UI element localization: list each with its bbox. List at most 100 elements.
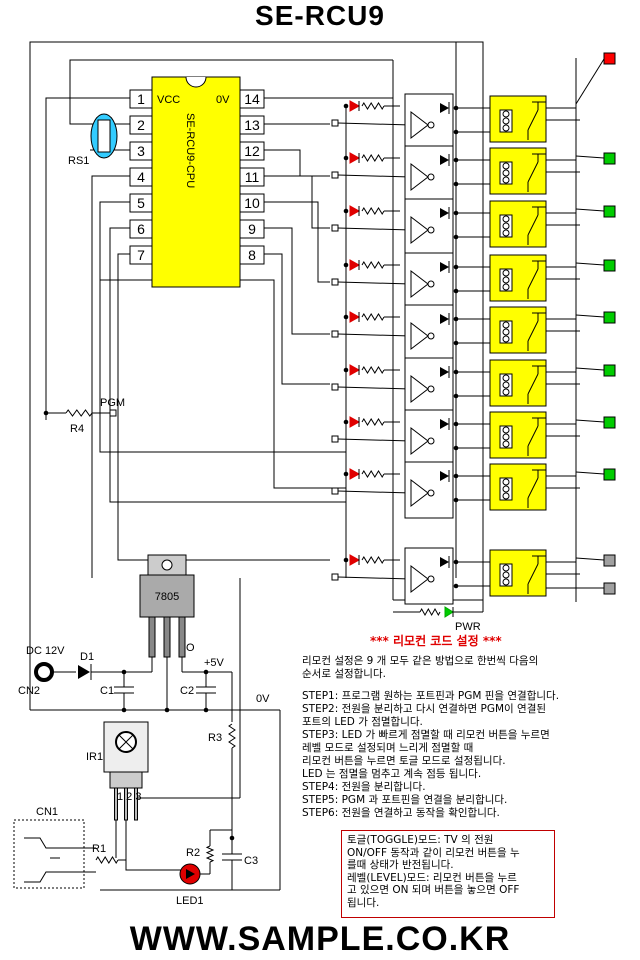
chip-pin-right bbox=[239, 167, 265, 187]
coil-turn-icon bbox=[502, 162, 510, 170]
resistor-icon bbox=[65, 409, 93, 417]
chip-pin-number: 4 bbox=[137, 169, 145, 185]
chip-name: SE-RCU9-CPU bbox=[184, 113, 196, 188]
ir-pins-label: 1 2 3 bbox=[117, 791, 141, 803]
relay bbox=[489, 200, 547, 248]
relay-coil-icon bbox=[499, 563, 513, 587]
resistor-icon bbox=[361, 556, 385, 564]
relay bbox=[489, 254, 547, 302]
inverter-bubble-icon bbox=[427, 575, 435, 583]
coil-turn-icon bbox=[502, 440, 510, 448]
relay-coil-icon bbox=[499, 477, 513, 501]
junction-dot bbox=[453, 497, 459, 503]
coil-turn-icon bbox=[502, 485, 510, 493]
notes-step-line: STEP1: 프로그램 원하는 포트핀과 PGM 핀을 연결합니다. bbox=[302, 690, 560, 702]
led1-diode-icon bbox=[186, 869, 195, 879]
junction-dot bbox=[453, 316, 459, 322]
resistor-icon bbox=[361, 207, 385, 215]
junction-dot bbox=[453, 421, 459, 427]
chip-pin-right bbox=[239, 89, 265, 109]
output-terminal bbox=[603, 259, 616, 272]
coil-turn-icon bbox=[502, 374, 510, 382]
port-terminal bbox=[331, 487, 339, 495]
inverter-bubble-icon bbox=[427, 280, 435, 288]
coil-turn-icon bbox=[502, 328, 510, 336]
coil-turn-icon bbox=[502, 283, 510, 291]
chip-pin-number: 13 bbox=[244, 117, 260, 133]
coil-turn-icon bbox=[502, 110, 510, 118]
chip-pin-right bbox=[239, 141, 265, 161]
inverter-icon bbox=[410, 162, 429, 192]
diode-icon bbox=[440, 471, 449, 481]
junction-dot bbox=[164, 707, 170, 713]
diode-icon bbox=[440, 262, 449, 272]
mode-description-line: 됩니다. bbox=[347, 896, 380, 909]
pgm-label: PGM bbox=[100, 397, 125, 409]
c3-label: C3 bbox=[244, 855, 258, 867]
notes-intro-line: 리모컨 설정은 9 개 모두 같은 방법으로 한번씩 다음의 bbox=[302, 655, 539, 667]
resistor-icon bbox=[361, 102, 385, 110]
notes-intro-line: 순서로 설정합니다. bbox=[302, 668, 386, 680]
junction-dot bbox=[453, 264, 459, 270]
ir-cross-icon bbox=[118, 734, 134, 750]
inverter-bubble-icon bbox=[427, 121, 435, 129]
inverter-bubble-icon bbox=[427, 332, 435, 340]
coil-turn-icon bbox=[502, 169, 510, 177]
output-terminal bbox=[603, 416, 616, 429]
output-terminal bbox=[603, 364, 616, 377]
led1-label: LED1 bbox=[176, 895, 204, 907]
inverter-icon bbox=[410, 426, 429, 456]
coil-turn-icon bbox=[502, 321, 510, 329]
regulator-7805 bbox=[139, 574, 195, 618]
inverter-bubble-icon bbox=[427, 489, 435, 497]
resistor-icon bbox=[228, 723, 236, 749]
port-terminal bbox=[331, 383, 339, 391]
resistor-icon bbox=[205, 845, 215, 863]
diode-icon bbox=[440, 208, 449, 218]
notes-step-line: 레벨 모드로 설정되며 느리게 점멸할 때 bbox=[302, 742, 474, 754]
mode-description-line: 토글(TOGGLE)모드: TV 의 전원 bbox=[347, 834, 494, 846]
mode-description-line: 레벨(LEVEL)모드: 리모컨 버튼을 누르 bbox=[347, 871, 517, 884]
regulator-hole-icon bbox=[161, 559, 173, 571]
d1-label: D1 bbox=[80, 651, 94, 663]
rs1-label: RS1 bbox=[68, 155, 89, 167]
inverter-icon bbox=[410, 564, 429, 594]
junction-dot bbox=[453, 129, 459, 135]
chip-pin-left bbox=[129, 245, 153, 265]
junction-dot bbox=[121, 707, 127, 713]
chip-pin-right bbox=[239, 245, 265, 265]
junction-dot bbox=[453, 288, 459, 294]
relay-coil-icon bbox=[499, 425, 513, 449]
port-terminal bbox=[331, 119, 339, 127]
junction-dot bbox=[453, 369, 459, 375]
r1-label: R1 bbox=[92, 843, 106, 855]
port-terminal bbox=[331, 171, 339, 179]
cn1-connector bbox=[13, 819, 85, 889]
junction-dot bbox=[453, 234, 459, 240]
chip-pin-left bbox=[129, 193, 153, 213]
junction-dot bbox=[453, 105, 459, 111]
footer-url: WWW.SAMPLE.CO.KR bbox=[129, 920, 511, 958]
chip-pin-number: 5 bbox=[137, 195, 145, 211]
chip-pin-left bbox=[129, 141, 153, 161]
diode-icon bbox=[440, 314, 449, 324]
relay bbox=[489, 549, 547, 597]
notes-heading: *** 리모컨 코드 설정 *** bbox=[370, 634, 502, 648]
coil-turn-icon bbox=[502, 578, 510, 586]
resistor-icon bbox=[361, 418, 385, 426]
coil-turn-icon bbox=[502, 215, 510, 223]
mode-description-line: 고 있으면 ON 되며 버튼을 놓으면 OFF bbox=[347, 884, 520, 896]
led-indicator-icon bbox=[349, 205, 361, 217]
relay-coil-icon bbox=[499, 373, 513, 397]
chip-pin-number: 12 bbox=[244, 143, 260, 159]
relay-coil-icon bbox=[499, 320, 513, 344]
chip-pin-left bbox=[129, 89, 153, 109]
cn1-label: CN1 bbox=[36, 806, 58, 818]
junction-dot bbox=[453, 583, 459, 589]
c1-label: C1 bbox=[100, 685, 114, 697]
inverter-icon bbox=[410, 478, 429, 508]
chip-pin-number: 3 bbox=[137, 143, 145, 159]
zero-v-label: 0V bbox=[256, 693, 270, 705]
notes-step-line: LED 는 점멸을 멈추고 계속 점등 됩니다. bbox=[302, 768, 482, 780]
